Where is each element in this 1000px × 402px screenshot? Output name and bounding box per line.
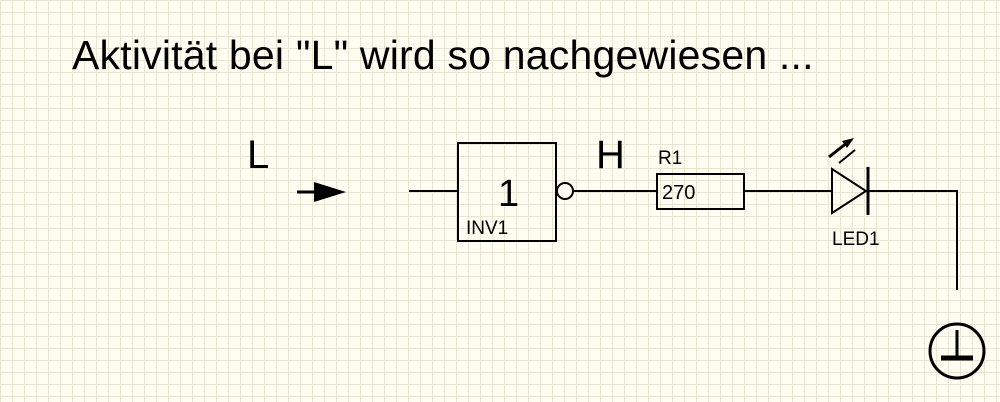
resistor-value: 270 (662, 182, 695, 204)
resistor: R1 270 (656, 148, 745, 210)
led-designator: LED1 (832, 229, 880, 250)
inverter-designator: INV1 (466, 218, 508, 239)
ground-icon (928, 322, 986, 380)
output-level-label: H (596, 133, 625, 177)
inverter-symbol: 1 (498, 173, 519, 215)
resistor-designator: R1 (658, 148, 682, 169)
led: LED1 (828, 138, 880, 250)
led-triangle (831, 167, 868, 215)
input-level-label: L (247, 133, 269, 177)
page-title: Aktivität bei "L" wird so nachgewiesen .… (72, 32, 814, 78)
input-arrow-icon (297, 182, 346, 202)
inverter-output-bubble (556, 182, 574, 200)
wire-led-to-ground (868, 190, 958, 290)
led-light-emission-icon (828, 138, 856, 164)
inverter-gate: 1 INV1 (457, 142, 574, 242)
inverter-body (457, 142, 557, 242)
